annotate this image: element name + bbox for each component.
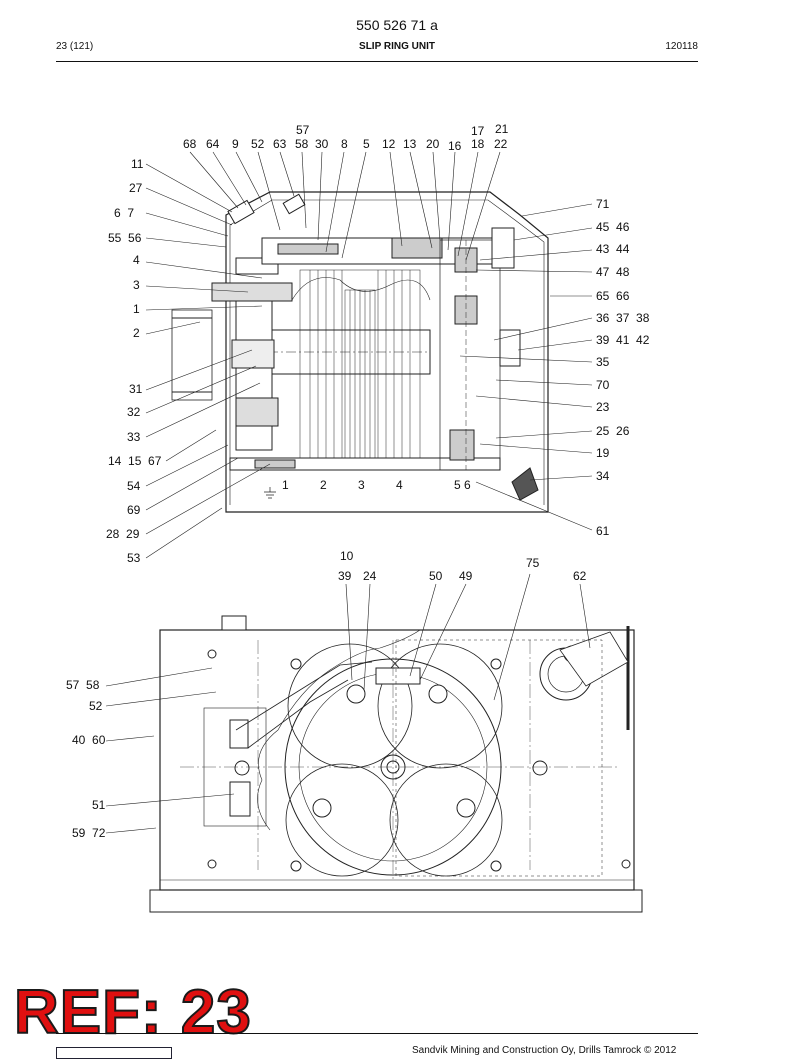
brand-logo-strip <box>56 1047 172 1059</box>
label-58: 58 <box>295 137 309 151</box>
top-view-drawing <box>171 191 549 513</box>
label-52: 52 <box>251 137 265 151</box>
label-20: 20 <box>426 137 440 151</box>
label-12: 12 <box>382 137 396 151</box>
document-date: 120118 <box>665 41 698 52</box>
label-52b: 52 <box>89 699 103 713</box>
footer-copyright: Sandvik Mining and Construction Oy, Dril… <box>412 1045 677 1056</box>
label-57-58b: 57 58 <box>66 678 100 692</box>
bottom-view-leaders <box>105 573 591 834</box>
label-23: 23 <box>596 400 610 414</box>
label-5: 5 <box>363 137 370 151</box>
label-51: 51 <box>92 798 106 812</box>
ring-label-4: 4 <box>396 478 403 492</box>
label-63: 63 <box>273 137 287 151</box>
ref-stamp: REF: 23 <box>13 978 252 1047</box>
label-39b: 39 <box>338 569 352 583</box>
label-50: 50 <box>429 569 443 583</box>
top-view-top-labels: 68 64 9 52 63 58 30 8 5 12 13 20 16 18 2… <box>183 122 509 153</box>
top-view-right-labels: 71 45 46 43 44 47 48 65 66 36 37 38 39 4… <box>596 197 650 538</box>
label-32: 32 <box>127 405 141 419</box>
label-35: 35 <box>596 355 610 369</box>
label-70: 70 <box>596 378 610 392</box>
ring-label-2: 2 <box>320 478 327 492</box>
footer-rule <box>56 1033 698 1034</box>
top-view-leaders-top <box>189 151 501 261</box>
top-view-left-labels: 11 27 6 7 55 56 4 3 1 2 31 32 33 14 15 6… <box>106 157 162 565</box>
label-71: 71 <box>596 197 610 211</box>
label-49: 49 <box>459 569 473 583</box>
label-36-37-38: 36 37 38 <box>596 311 650 325</box>
label-28-29: 28 29 <box>106 527 140 541</box>
label-69: 69 <box>127 503 141 517</box>
label-4: 4 <box>133 253 140 267</box>
label-21: 21 <box>495 122 509 136</box>
label-43-44: 43 44 <box>596 242 630 256</box>
bottom-view-left-labels: 57 58 52 40 60 51 59 72 <box>66 678 106 840</box>
bottom-view-drawing <box>149 615 643 913</box>
label-57: 57 <box>296 123 310 137</box>
page-number: 23 (121) <box>56 41 94 52</box>
label-62: 62 <box>573 569 587 583</box>
page-title: SLIP RING UNIT <box>359 41 435 52</box>
label-27: 27 <box>129 181 143 195</box>
top-view-leaders-right <box>459 203 593 531</box>
top-view-leaders-left <box>145 163 271 559</box>
label-59-72: 59 72 <box>72 826 106 840</box>
label-30: 30 <box>315 137 329 151</box>
label-25-26: 25 26 <box>596 424 630 438</box>
label-22: 22 <box>494 137 508 151</box>
label-40-60: 40 60 <box>72 733 106 747</box>
top-view-inner-labels: 1 2 3 4 5 6 <box>282 478 471 492</box>
label-61: 61 <box>596 524 610 538</box>
label-19: 19 <box>596 446 610 460</box>
label-9: 9 <box>232 137 239 151</box>
label-18: 18 <box>471 137 485 151</box>
bottom-view-top-labels: 10 39 24 50 49 75 62 <box>338 549 587 583</box>
label-8: 8 <box>341 137 348 151</box>
label-24: 24 <box>363 569 377 583</box>
label-64: 64 <box>206 137 220 151</box>
label-33: 33 <box>127 430 141 444</box>
label-3: 3 <box>133 278 140 292</box>
ring-label-1: 1 <box>282 478 289 492</box>
label-31: 31 <box>129 382 143 396</box>
label-54: 54 <box>127 479 141 493</box>
label-75: 75 <box>526 556 540 570</box>
label-34: 34 <box>596 469 610 483</box>
label-1: 1 <box>133 302 140 316</box>
label-45-46: 45 46 <box>596 220 630 234</box>
label-11: 11 <box>131 157 144 171</box>
label-2: 2 <box>133 326 140 340</box>
label-6-7: 6 7 <box>114 206 134 220</box>
ring-label-5-6: 5 6 <box>454 478 471 492</box>
label-39-41-42: 39 41 42 <box>596 333 650 347</box>
label-53: 53 <box>127 551 141 565</box>
label-68: 68 <box>183 137 197 151</box>
label-14-15-67: 14 15 67 <box>108 454 162 468</box>
label-55-56: 55 56 <box>108 231 142 245</box>
document-number: 550 526 71 a <box>356 17 438 33</box>
ring-label-3: 3 <box>358 478 365 492</box>
label-65-66: 65 66 <box>596 289 630 303</box>
label-17: 17 <box>471 124 485 138</box>
header-rule <box>56 61 698 62</box>
label-16: 16 <box>448 139 462 153</box>
label-10: 10 <box>340 549 354 563</box>
label-13: 13 <box>403 137 417 151</box>
label-47-48: 47 48 <box>596 265 630 279</box>
